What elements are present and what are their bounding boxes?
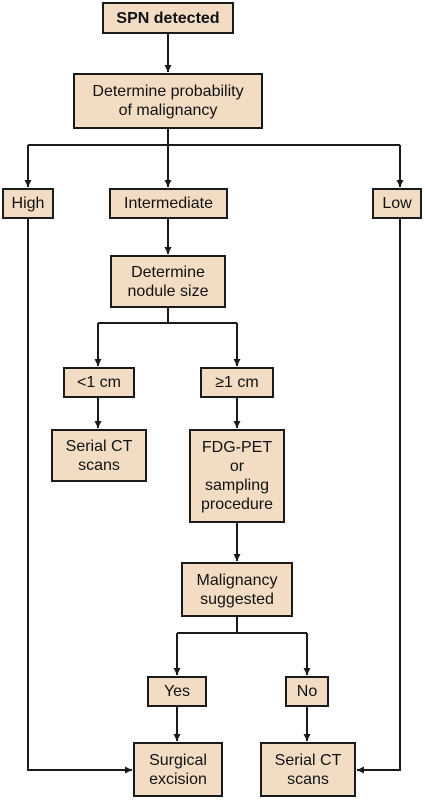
node-text: ≥1 cm: [215, 374, 259, 391]
node-high: High: [2, 188, 54, 219]
node-text: procedure: [200, 496, 274, 513]
node-text: Yes: [163, 683, 191, 700]
node-text: Serial CT: [65, 437, 133, 455]
node-serial-ct-right: Serial CT scans: [260, 742, 356, 797]
node-text: of malignancy: [118, 102, 218, 119]
node-spn-detected: SPN detected: [102, 2, 234, 34]
node-text: FDG-PET: [201, 439, 273, 456]
node-text: Low: [382, 195, 412, 212]
node-text: sampling: [204, 477, 270, 494]
node-text: scans: [78, 456, 120, 474]
node-text: Determine probability: [92, 83, 244, 100]
node-text: Intermediate: [124, 195, 213, 212]
node-text: or: [229, 458, 245, 475]
node-text: suggested: [200, 590, 274, 608]
node-no: No: [285, 676, 329, 707]
node-fdg-pet: FDG-PET or sampling procedure: [189, 429, 285, 523]
node-surgical-excision: Surgical excision: [133, 742, 223, 797]
node-text: Determine: [131, 263, 205, 281]
arrow-low-to-serial-ct: [357, 219, 401, 774]
arrow-high-to-surgical-excision: [27, 219, 132, 774]
node-determine-probability: Determine probability of malignancy: [73, 73, 263, 129]
node-serial-ct-left: Serial CT scans: [51, 429, 147, 482]
node-text: No: [296, 683, 318, 700]
node-yes: Yes: [147, 676, 207, 707]
node-less-than-1cm: <1 cm: [63, 367, 135, 398]
node-determine-size: Determine nodule size: [110, 255, 226, 308]
node-low: Low: [372, 188, 422, 219]
node-intermediate: Intermediate: [109, 188, 228, 219]
node-text: scans: [287, 770, 329, 788]
node-text: SPN detected: [116, 9, 220, 27]
node-text: excision: [149, 770, 207, 788]
node-text: Malignancy: [196, 571, 278, 589]
node-at-least-1cm: ≥1 cm: [200, 367, 274, 398]
node-malignancy-suggested: Malignancy suggested: [181, 562, 293, 617]
node-text: Serial CT: [274, 751, 342, 769]
node-text: nodule size: [127, 282, 209, 300]
node-text: High: [11, 195, 45, 212]
node-text: Surgical: [149, 751, 207, 769]
node-text: <1 cm: [76, 374, 121, 391]
